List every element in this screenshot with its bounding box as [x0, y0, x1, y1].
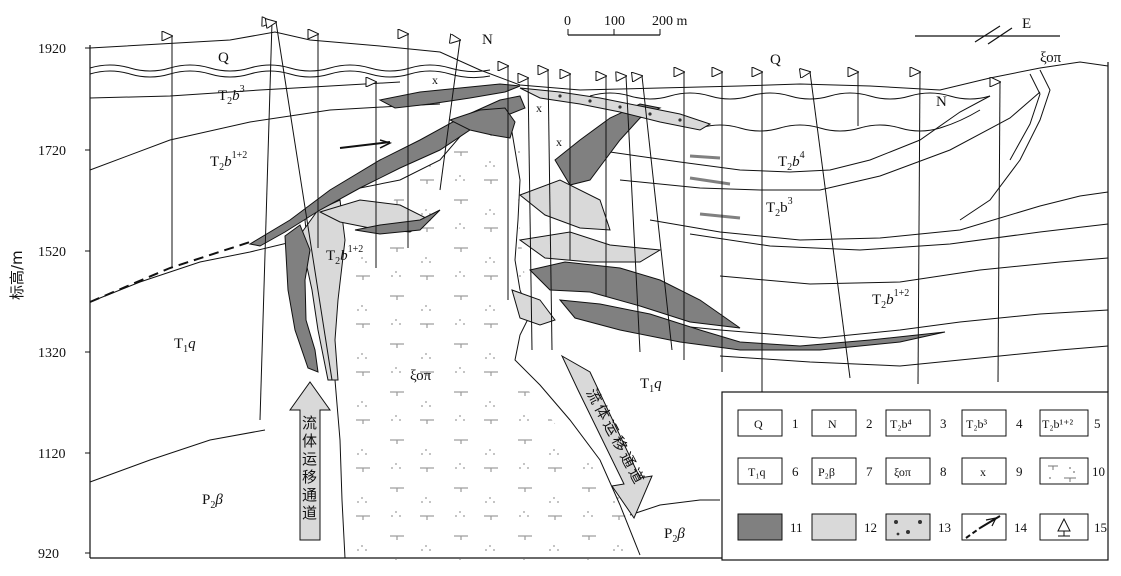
fault-line: [89, 139, 393, 303]
unit-label: N: [482, 32, 493, 48]
y-tick-label: 920: [38, 547, 59, 562]
strata-boundaries: [89, 31, 1109, 559]
legend-number: 8: [940, 464, 947, 479]
channel-char: 运: [302, 450, 317, 468]
legend-symbol: Q: [754, 417, 763, 431]
channel-char: 道: [302, 504, 317, 522]
channel-char: 移: [608, 433, 631, 455]
legend-number: 2: [866, 416, 873, 431]
legend-number: 9: [1016, 464, 1023, 479]
y-tick-label: 1320: [38, 346, 66, 361]
legend-number: 11: [790, 520, 803, 535]
unit-label-P2b-left: P2β: [202, 492, 223, 511]
intrusion-body: [345, 118, 640, 560]
y-tick-label: 1720: [38, 144, 66, 159]
fluid-channel-left: 流 体 运 移 通 道: [289, 381, 331, 541]
scale-bar: 0 100 200 m: [564, 14, 688, 36]
legend-symbol: T₁q: [748, 465, 766, 479]
unit-label-T2b3-left: T2b3: [218, 84, 245, 107]
y-tick-label: 1520: [38, 245, 66, 260]
unit-labels: Q Q N N ξοπ ξοπ x x x T2b3 T2b1+2 T2b1+2…: [174, 32, 1062, 545]
y-tick-label: 1120: [38, 447, 65, 462]
legend-symbol: N: [828, 417, 837, 431]
y-tick-label: 1920: [38, 42, 66, 57]
channel-char: 通: [616, 449, 639, 471]
legend-symbol: T₂b¹⁺²: [1042, 417, 1073, 431]
unit-label-T1q-right: T1q: [640, 376, 662, 395]
y-axis: 1920 1720 1520 1320 1120 920 标高/m: [8, 42, 90, 562]
legend-symbol: P₂β: [818, 465, 835, 479]
unit-label-T1q-left: T1q: [174, 336, 196, 355]
channel-char: 道: [625, 465, 648, 487]
drillhole-icon: [1057, 517, 1071, 537]
legend-number: 10: [1092, 464, 1105, 479]
legend-number: 13: [938, 520, 951, 535]
channel-char: 流: [302, 414, 317, 432]
unit-label-T2b12-right: T2b1+2: [872, 288, 909, 311]
unit-label: N: [936, 94, 947, 110]
ore-swatch: [737, 513, 783, 541]
legend-number: 15: [1094, 520, 1107, 535]
x-mark: x: [536, 101, 542, 115]
unit-label-T2b12-mid: T2b1+2: [326, 244, 363, 267]
legend-number: 7: [866, 464, 873, 479]
legend-number: 12: [864, 520, 877, 535]
fluid-channel-right: 流 体 运 移 通 道: [560, 354, 653, 520]
scale-label: 100: [604, 14, 625, 29]
x-mark: x: [432, 73, 438, 87]
conglomerate-strip: [519, 87, 712, 131]
legend-number: 14: [1014, 520, 1028, 535]
channel-char: 体: [591, 401, 614, 423]
y-axis-label: 标高/m: [8, 250, 26, 300]
unit-label-T2b3-right: T2b3: [766, 196, 793, 219]
ore-lenses: [689, 154, 741, 220]
unit-label-P2b-right: P2β: [664, 526, 685, 545]
legend-number: 5: [1094, 416, 1101, 431]
intrusion-pattern-swatch: [1048, 465, 1076, 482]
legend: Q 1 N 2 T₂b⁴ 3 T₂b³ 4 T₂b¹⁺² 5 T₁q 6 P₂β…: [721, 391, 1109, 561]
orientation-label: E: [1022, 16, 1031, 32]
unit-label: ξοπ: [410, 368, 432, 384]
legend-number: 4: [1016, 416, 1023, 431]
unit-label: Q: [770, 52, 781, 68]
channel-char: 通: [302, 486, 317, 504]
channel-char: 移: [302, 468, 317, 486]
channel-char: 体: [302, 432, 317, 450]
legend-symbol: T₂b³: [966, 417, 988, 431]
alteration-swatch: [811, 513, 857, 541]
unit-label: Q: [218, 50, 229, 66]
channel-char: 运: [599, 417, 622, 439]
orientation-indicator: E: [915, 16, 1060, 45]
fault-swatch: [965, 515, 1001, 539]
legend-symbol: T₂b⁴: [890, 417, 912, 431]
unit-label-T2b4-right: T2b4: [778, 150, 805, 173]
legend-number: 3: [940, 416, 947, 431]
legend-number: 1: [792, 416, 799, 431]
scale-label: 0: [564, 14, 571, 29]
legend-symbol: x: [980, 465, 986, 479]
x-mark: x: [556, 135, 562, 149]
drill-holes: [172, 22, 1000, 421]
legend-symbol: ξοπ: [894, 465, 911, 479]
unit-label: ξοπ: [1040, 50, 1062, 66]
channel-char: 流: [582, 385, 605, 407]
scale-label: 200 m: [652, 14, 688, 29]
legend-number: 6: [792, 464, 799, 479]
unit-label-T2b12-left: T2b1+2: [210, 150, 247, 173]
conglomerate-swatch: [885, 513, 931, 541]
